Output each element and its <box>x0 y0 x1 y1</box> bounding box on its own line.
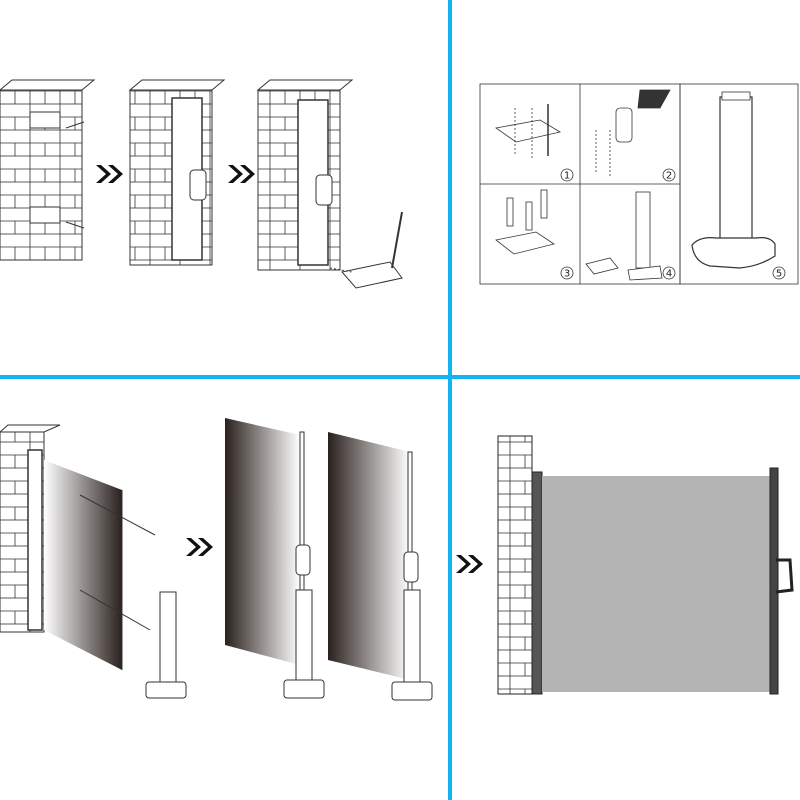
step-grid <box>479 83 799 285</box>
step-number-5: 5 <box>776 269 782 280</box>
finished-screen <box>497 435 794 695</box>
step-number-1: 1 <box>564 171 570 182</box>
wall-mount-step-2 <box>128 79 226 266</box>
wall-mount-step-3 <box>256 79 403 289</box>
double-chevron-right-icon <box>186 538 213 556</box>
step-number-2: 2 <box>666 171 672 182</box>
step-number-3: 3 <box>564 269 570 280</box>
double-chevron-right-icon <box>456 555 483 573</box>
double-chevron-right-icon <box>96 165 123 183</box>
step-number-4: 4 <box>666 269 672 280</box>
pull-screen-step <box>0 424 187 699</box>
step-numbers: 1 2 3 4 5 <box>560 168 786 280</box>
divider-horizontal <box>0 375 800 379</box>
double-chevron-right-icon <box>228 165 255 183</box>
wall-mount-step-1 <box>0 79 96 261</box>
attach-post-step <box>225 418 433 701</box>
divider-vertical <box>448 0 452 800</box>
